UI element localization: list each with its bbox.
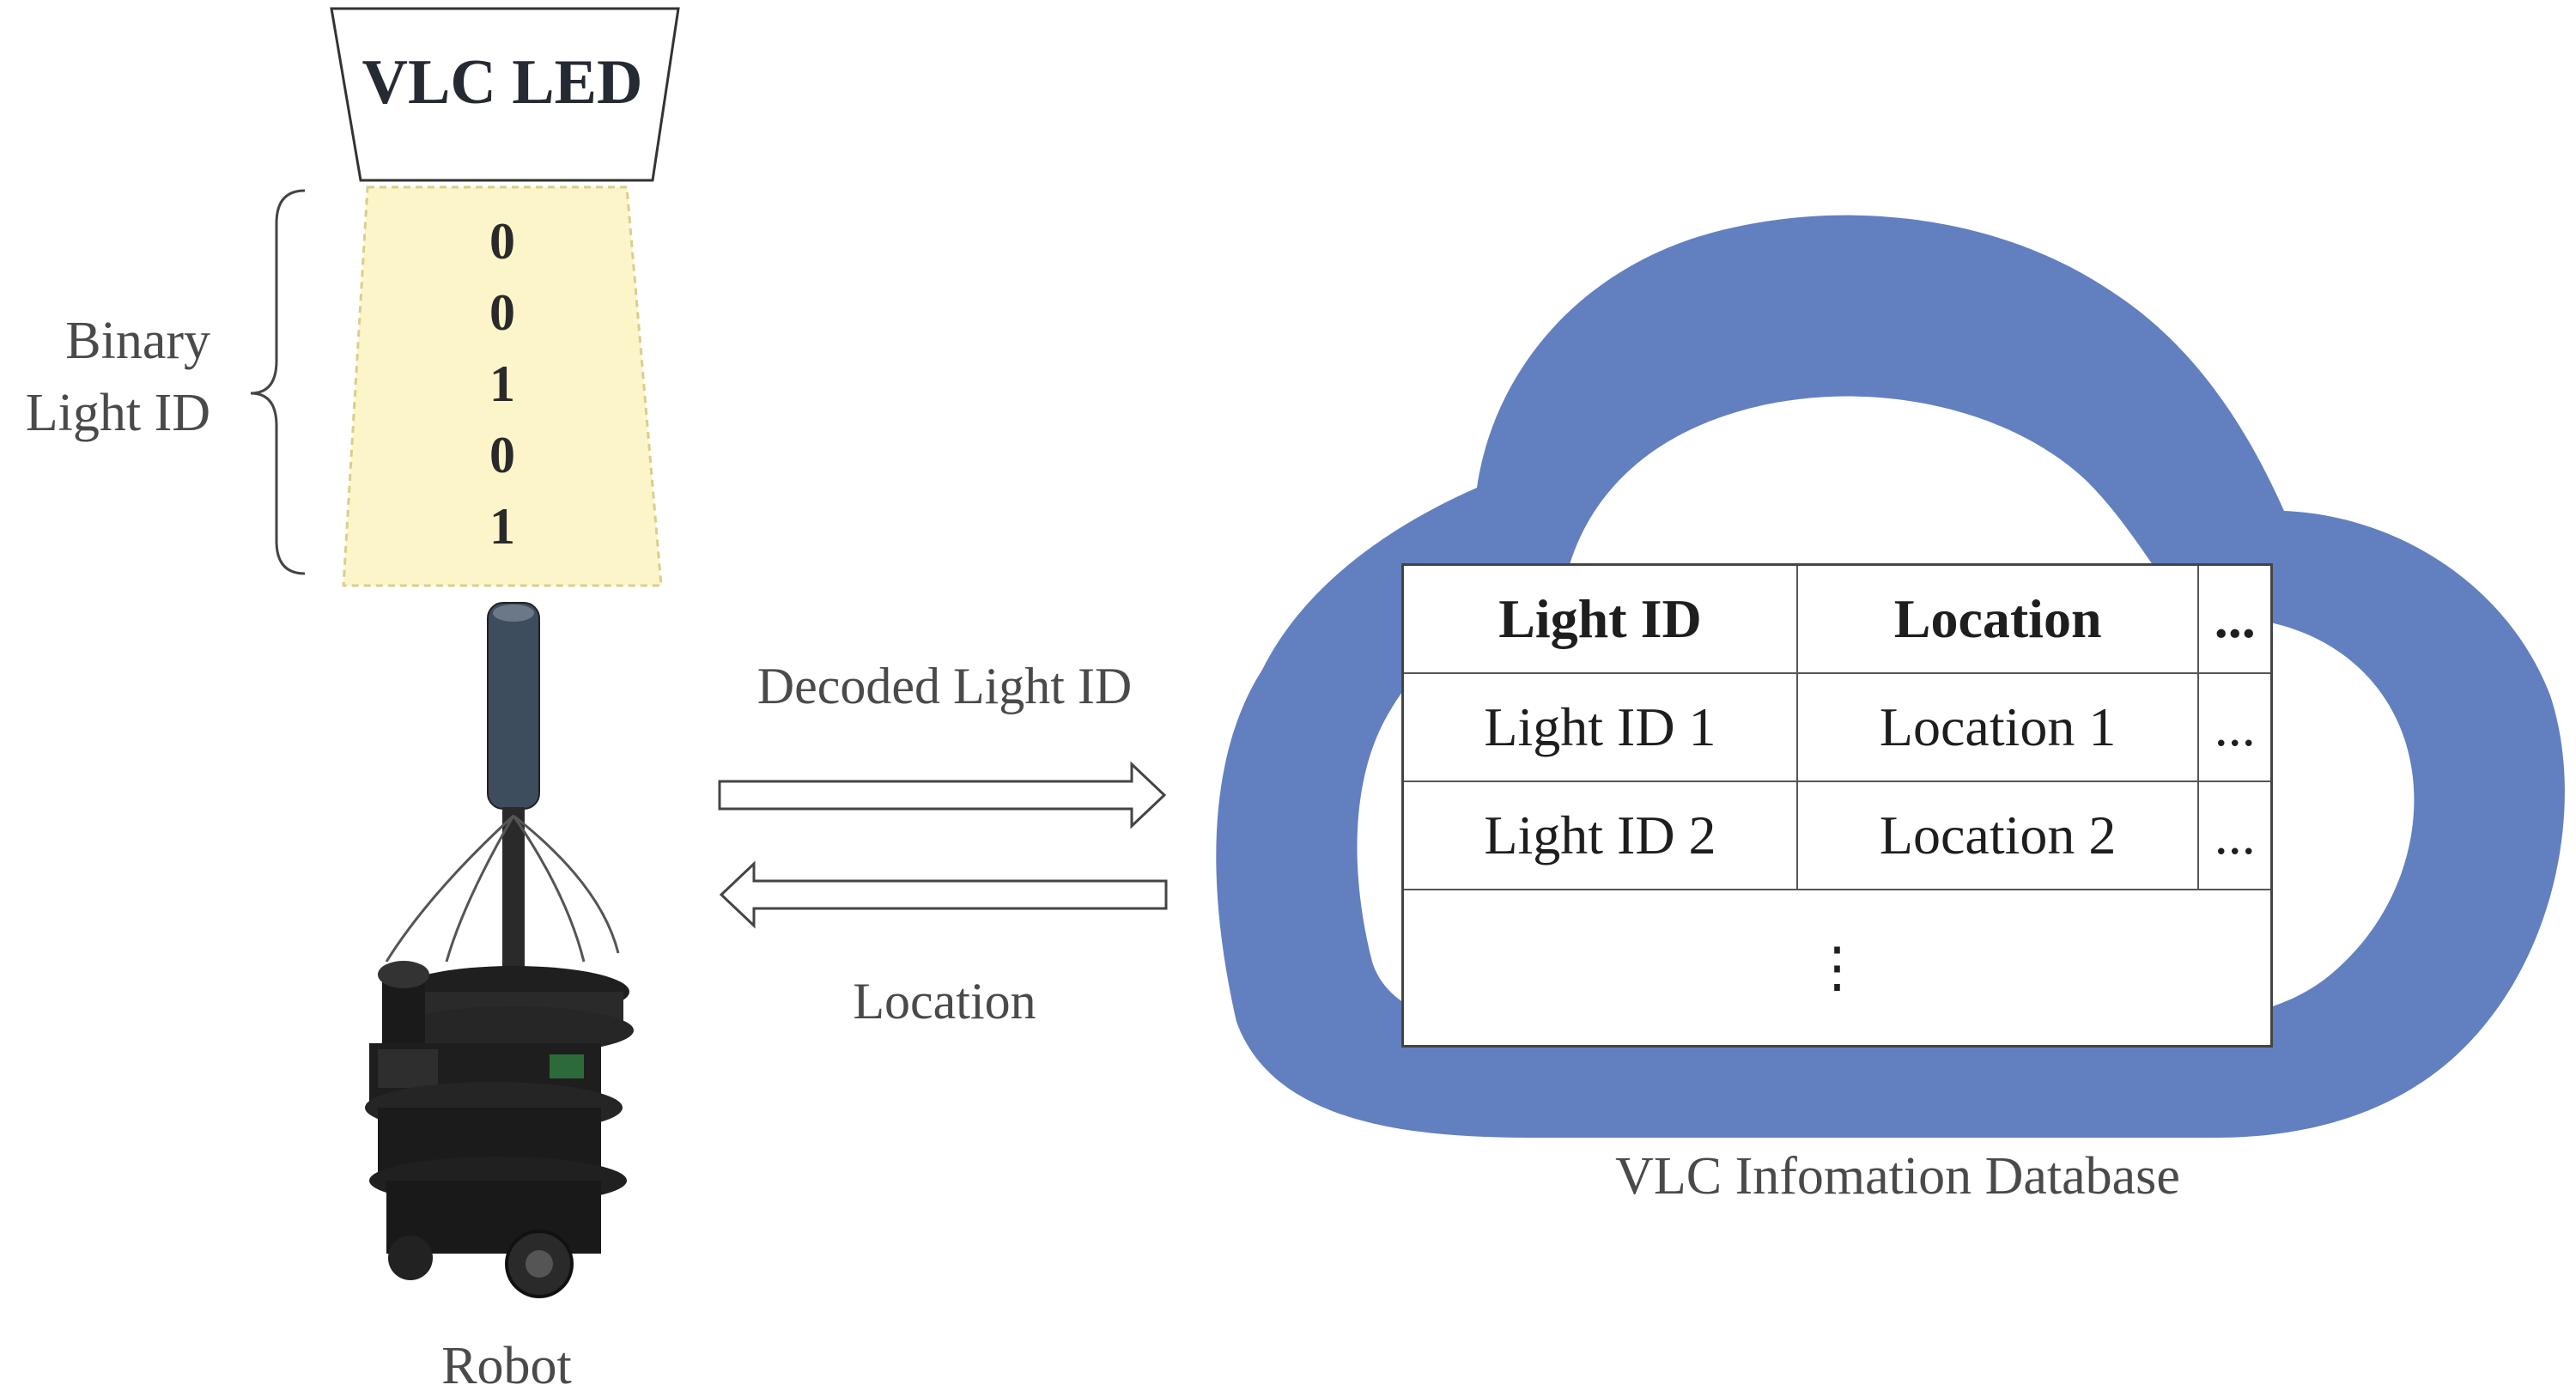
led-fixture-shape [330, 7, 680, 182]
brace-icon [250, 189, 306, 575]
light-beam [342, 185, 663, 587]
column-header: Light ID [1401, 563, 1798, 674]
table-row: Light ID 2 Location 2 ... [1401, 780, 2273, 890]
bit-2: 1 [489, 355, 515, 412]
database-label: VLC Infomation Database [1615, 1147, 2180, 1206]
led-title: VLC LED [361, 47, 643, 118]
table-cell: ... [2197, 672, 2273, 782]
bit-0: 0 [489, 213, 515, 270]
column-header: ... [2197, 563, 2273, 674]
table-continuation-row: ⋮ [1401, 889, 2273, 1048]
right-arrow-icon [718, 761, 1167, 829]
bit-1: 0 [489, 284, 515, 341]
left-arrow-icon [719, 860, 1168, 929]
vertical-ellipsis: ⋮ [1401, 889, 2273, 1048]
table-cell: Location 2 [1795, 780, 2200, 890]
robot-label: Robot [441, 1337, 572, 1395]
table-row: Light ID 1 Location 1 ... [1401, 672, 2273, 782]
table-cell: Location 1 [1795, 672, 2200, 782]
binary-bits: 0 0 1 0 1 [464, 206, 541, 562]
decoded-light-id-label: Decoded Light ID [756, 658, 1133, 714]
table-cell: Light ID 1 [1401, 672, 1798, 782]
table-header-row: Light ID Location ... [1401, 563, 2273, 674]
bit-3: 0 [489, 427, 515, 483]
table-cell: Light ID 2 [1401, 780, 1798, 890]
database-table: Light ID Location ... Light ID 1 Locatio… [1401, 563, 2273, 1048]
location-label: Location [853, 973, 1036, 1030]
table-cell: ... [2197, 780, 2273, 890]
robot-illustration [365, 602, 634, 1298]
column-header: Location [1795, 563, 2200, 674]
bit-4: 1 [489, 498, 515, 555]
